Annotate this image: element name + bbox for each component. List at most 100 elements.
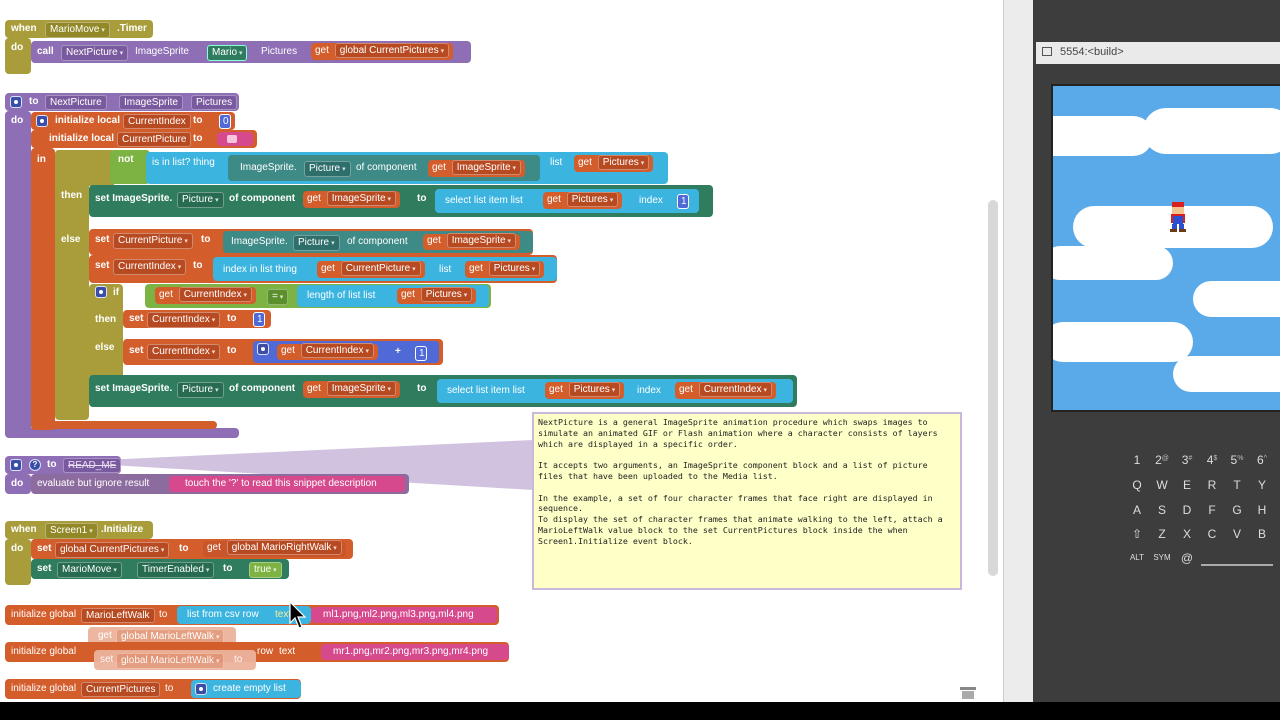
get-current-index[interactable]: get CurrentIndex (155, 287, 256, 304)
param-pictures[interactable]: Pictures (191, 95, 238, 110)
space-key[interactable] (1201, 554, 1273, 566)
local-current-picture[interactable]: CurrentPicture (117, 132, 192, 147)
zero-number[interactable]: 0 (219, 114, 231, 129)
key-v[interactable]: V (1232, 527, 1241, 541)
one-number[interactable]: 1 (415, 346, 427, 361)
get-pictures[interactable]: get Pictures (397, 287, 477, 304)
picture-property[interactable]: Picture (293, 235, 340, 251)
select-list-item-block[interactable]: select list item list get Pictures index… (435, 189, 699, 213)
key-5[interactable]: 5% (1230, 453, 1244, 467)
set-imagesprite-picture-block[interactable]: set ImageSprite. Picture of component ge… (89, 185, 713, 217)
proc-dropdown[interactable]: NextPicture (61, 45, 129, 61)
key-sym[interactable]: SYM (1153, 553, 1171, 562)
var-dropdown[interactable]: CurrentPicture (113, 233, 193, 249)
property-dropdown[interactable]: TimerEnabled (137, 562, 215, 578)
component-dropdown[interactable]: Screen1 (45, 523, 98, 539)
set-timer-enabled-block[interactable]: set MarioMove TimerEnabled to true (31, 559, 289, 579)
key-x[interactable]: X (1182, 527, 1191, 541)
key-r[interactable]: R (1207, 478, 1217, 492)
if-block[interactable]: if then else (55, 150, 89, 420)
not-block[interactable]: not (110, 150, 150, 184)
component-dropdown[interactable]: MarioMove (57, 562, 122, 578)
picture-property[interactable]: Picture (304, 161, 351, 177)
set-current-index-block[interactable]: set CurrentIndex to index in list thing … (89, 255, 557, 283)
key-b[interactable]: B (1257, 527, 1266, 541)
var-dropdown[interactable]: CurrentIndex (147, 312, 221, 328)
key-c[interactable]: C (1207, 527, 1217, 541)
procedure-header[interactable]: to NextPicture ImageSprite Pictures (5, 93, 239, 111)
set-current-picture-block[interactable]: set CurrentPicture to ImageSprite. Pictu… (89, 229, 533, 255)
compare-block[interactable]: get CurrentIndex = length of list list g… (145, 284, 491, 308)
get-global-right[interactable]: get global MarioRightWalk (203, 540, 346, 557)
set-imagesprite-picture-block-2[interactable]: set ImageSprite. Picture of component ge… (89, 375, 797, 407)
get-var-dropdown[interactable]: ImageSprite (451, 160, 522, 175)
key-s[interactable]: S (1157, 503, 1166, 517)
left-csv-text-block[interactable]: ml1.png,ml2.png,ml3.png,ml4.png (311, 607, 497, 623)
list-gear-icon[interactable] (195, 683, 207, 695)
readme-text-block[interactable]: touch the '?' to read this snippet descr… (169, 476, 405, 492)
component-dropdown[interactable]: MarioMove (45, 22, 110, 38)
get-imagesprite[interactable]: get ImageSprite (423, 233, 521, 250)
imagesprite-picture-getter[interactable]: ImageSprite. Picture of component get Im… (223, 231, 533, 253)
create-empty-list-block[interactable]: create empty list (191, 680, 301, 698)
drag-preview-set[interactable]: set global MarioLeftWalk to (94, 650, 256, 670)
trash-icon[interactable] (958, 684, 980, 700)
get-var-dropdown[interactable]: Pictures (420, 287, 473, 302)
get-pictures[interactable]: get Pictures (574, 155, 654, 172)
nested-if-block[interactable]: if then else (89, 284, 123, 380)
key-at[interactable]: @ (1180, 551, 1194, 565)
readme-proc-header[interactable]: ? to READ_ME (5, 456, 122, 474)
get-var-dropdown[interactable]: Pictures (568, 382, 621, 397)
key-3[interactable]: 3# (1181, 453, 1193, 467)
get-var-dropdown[interactable]: global CurrentPictures (334, 43, 450, 58)
emulator-screen[interactable] (1051, 84, 1280, 412)
set-global-current-block[interactable]: set global CurrentPictures to get global… (31, 539, 353, 559)
equals-operator[interactable]: = (267, 289, 289, 305)
get-pictures[interactable]: get Pictures (545, 382, 625, 399)
if-gear-icon[interactable] (95, 286, 107, 298)
key-1[interactable]: 1 (1133, 453, 1141, 467)
list-from-csv-block[interactable]: list from csv row (177, 606, 311, 624)
length-of-list-block[interactable]: length of list list get Pictures (297, 285, 489, 307)
get-pictures[interactable]: get Pictures (543, 192, 623, 209)
set-index-one-block[interactable]: set CurrentIndex to 1 (123, 310, 271, 328)
key-w[interactable]: W (1156, 478, 1168, 492)
key-z[interactable]: Z (1158, 527, 1166, 541)
readme-name-field[interactable]: READ_ME (63, 458, 122, 473)
get-current-pictures[interactable]: get global CurrentPictures (311, 43, 454, 60)
get-var-dropdown[interactable]: Pictures (488, 261, 541, 276)
get-var-dropdown[interactable]: ImageSprite (446, 233, 517, 248)
key-f[interactable]: F (1208, 503, 1216, 517)
workspace-scrollbar[interactable] (988, 200, 998, 576)
help-icon[interactable]: ? (29, 459, 41, 471)
call-proc-block[interactable]: call NextPicture ImageSprite Mario Pictu… (31, 41, 471, 63)
get-var-dropdown[interactable]: CurrentIndex (178, 287, 252, 302)
proc-name-field[interactable]: NextPicture (45, 95, 107, 110)
evaluate-block[interactable]: evaluate but ignore result touch the '?'… (31, 474, 409, 494)
key-alt[interactable]: ALT (1129, 553, 1145, 562)
init-local-block-2[interactable]: initialize local CurrentPicture to (31, 130, 257, 148)
key-g[interactable]: G (1232, 503, 1242, 517)
get-var-dropdown[interactable]: CurrentIndex (698, 382, 772, 397)
get-var-dropdown[interactable]: ImageSprite (326, 381, 397, 396)
comment-bubble[interactable]: NextPicture is a general ImageSprite ani… (532, 412, 962, 590)
set-index-increment-block[interactable]: set CurrentIndex to get CurrentIndex + 1 (123, 339, 443, 365)
mutator-gear-icon[interactable] (10, 96, 22, 108)
key-d[interactable]: D (1182, 503, 1192, 517)
local-gear-icon[interactable] (36, 115, 48, 127)
get-current-index[interactable]: get CurrentIndex (277, 343, 378, 360)
init-global-left-walk[interactable]: initialize global MarioLeftWalk to list … (5, 605, 499, 625)
init-local-block[interactable]: initialize local CurrentIndex to 0 (31, 112, 235, 130)
key-4[interactable]: 4$ (1206, 453, 1218, 467)
get-imagesprite[interactable]: get ImageSprite (428, 160, 526, 177)
key-t[interactable]: T (1233, 478, 1241, 492)
one-number[interactable]: 1 (253, 312, 265, 327)
global-name-field[interactable]: MarioLeftWalk (81, 608, 155, 623)
get-var-dropdown[interactable]: CurrentPicture (340, 261, 421, 276)
key-h[interactable]: H (1257, 503, 1267, 517)
key-y[interactable]: Y (1257, 478, 1266, 492)
key-2[interactable]: 2@ (1155, 453, 1169, 467)
get-current-index[interactable]: get CurrentIndex (675, 382, 776, 399)
get-var-dropdown[interactable]: global MarioRightWalk (226, 540, 342, 555)
get-var-dropdown[interactable]: Pictures (597, 155, 650, 170)
